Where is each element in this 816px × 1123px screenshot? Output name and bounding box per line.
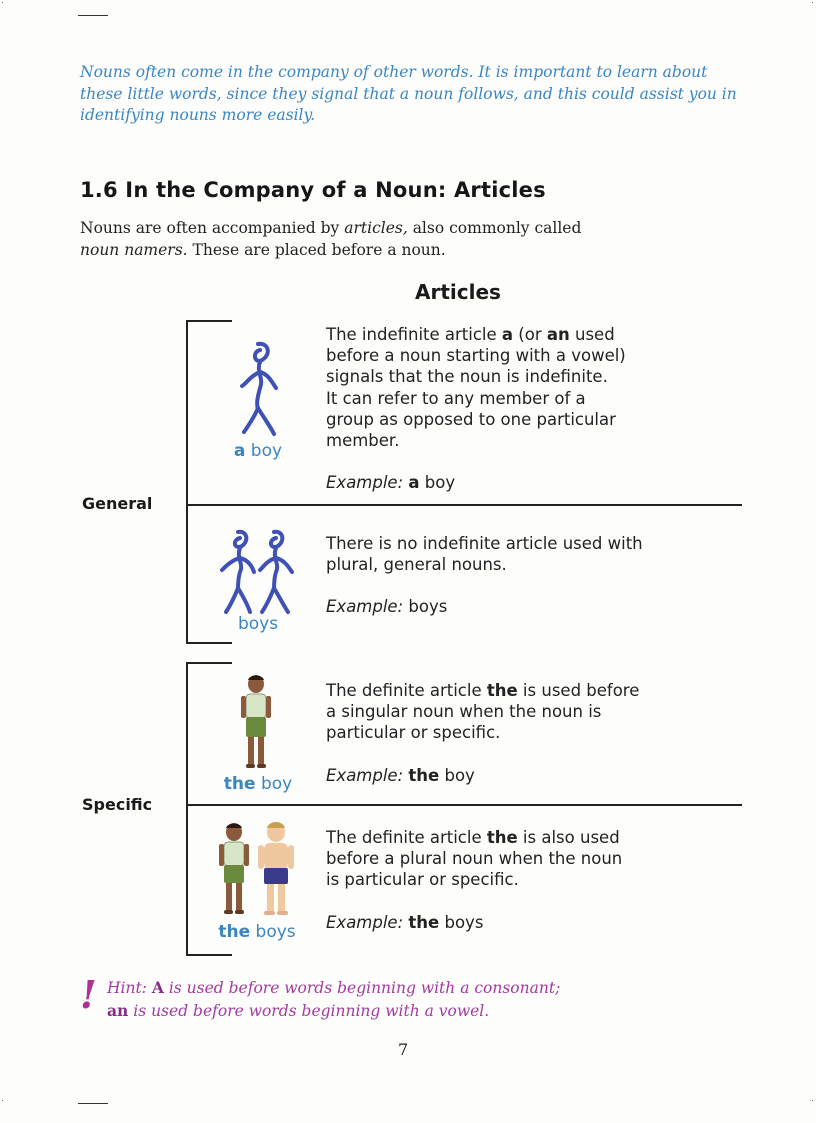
intro-paragraph: Nouns often come in the company of other… (80, 63, 737, 124)
diagram-title: Articles (415, 280, 501, 304)
stick-figure-icon (240, 341, 278, 436)
section-heading: 1.6 In the Company of a Noun: Articles (80, 178, 546, 202)
example-a-boy: Example: a boy (326, 473, 456, 493)
boy-illustration (241, 675, 271, 768)
crop-mark-top (78, 15, 108, 16)
hint-text: Hint: A is used before words beginning w… (107, 978, 561, 1020)
specific-bracket (186, 662, 232, 956)
corner-tick (812, 2, 813, 3)
crop-mark-bottom (78, 1103, 108, 1104)
caption-the-boy: the boy (223, 774, 293, 794)
general-divider (186, 504, 742, 506)
caption-the-boys: the boys (218, 922, 296, 942)
group-label-general: General (82, 494, 153, 513)
two-boys-illustration (219, 822, 294, 915)
example-the-boys: Example: the boys (326, 912, 484, 932)
general-bracket (186, 320, 232, 644)
desc-definite-singular: The definite article the is used before … (326, 680, 736, 786)
exclamation-icon: ! (80, 972, 97, 1017)
corner-tick (812, 1100, 813, 1101)
corner-tick (2, 1100, 3, 1101)
desc-definite-plural: The definite article the is also used be… (326, 827, 736, 933)
group-label-specific: Specific (82, 795, 153, 814)
desc-indefinite-plural: There is no indefinite article used with… (326, 533, 736, 618)
caption-boys: boys (237, 614, 279, 634)
caption-a-boy: a boy (233, 441, 283, 461)
example-boys: Example: boys (326, 597, 448, 617)
two-stick-figures-icon (220, 529, 294, 614)
example-the-boy: Example: the boy (326, 765, 475, 785)
page-number: 7 (398, 1040, 409, 1059)
section-body: Nouns are often accompanied by articles,… (80, 219, 582, 259)
corner-tick (2, 2, 3, 3)
specific-divider (186, 804, 742, 806)
desc-indefinite-singular: The indefinite article a (or an used bef… (326, 324, 736, 493)
